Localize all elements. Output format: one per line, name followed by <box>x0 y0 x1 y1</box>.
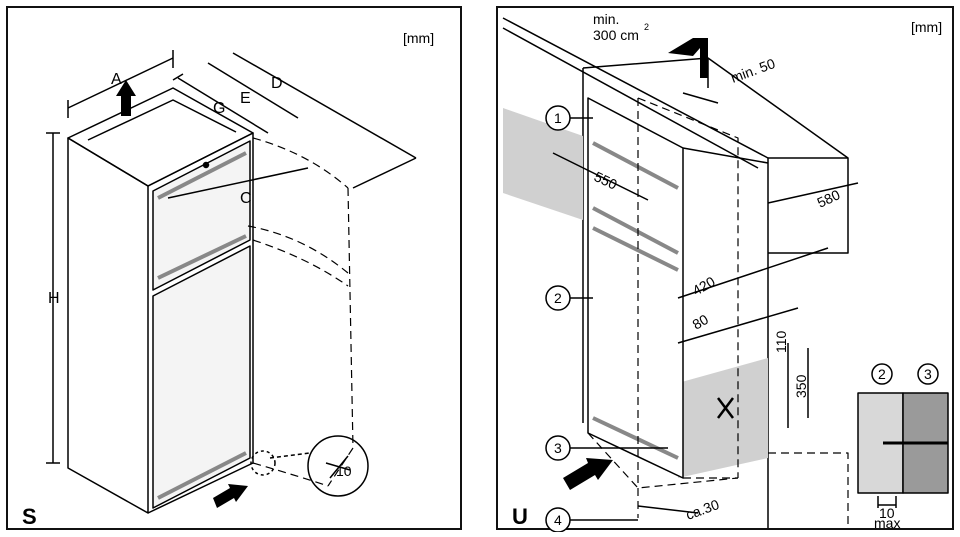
dim-80: 80 <box>690 311 712 333</box>
callout-label-1: 1 <box>554 110 562 126</box>
dim-label-g: G <box>213 100 225 117</box>
dim-110: 110 <box>773 330 789 353</box>
dim-label-a: A <box>111 71 122 88</box>
vent-sup: 2 <box>644 22 649 32</box>
unit-label-s: [mm] <box>403 30 434 46</box>
dim-label-c: C <box>240 190 252 207</box>
mount-x-icon <box>717 397 734 419</box>
freezer-door <box>152 140 251 291</box>
panel-letter-s: S <box>22 504 37 529</box>
dim-label-h: H <box>48 290 60 307</box>
detail-dim-10: 10 <box>879 505 895 521</box>
panel-u-drawing: [mm] min. 300 cm 2 min. 50 550 580 420 8… <box>502 11 949 532</box>
callout-1 <box>545 105 571 131</box>
dim-580: 580 <box>815 186 843 210</box>
vent-label-1: min. <box>593 11 619 27</box>
fridge-side <box>67 137 149 514</box>
panel-u-built-in: [mm] min. 300 cm 2 min. 50 550 580 420 8… <box>496 6 954 532</box>
dim-min50: min. 50 <box>729 55 778 86</box>
panel-s-drawing: [mm] A G E D C H 10 S <box>22 30 434 529</box>
cabinet-band-back <box>678 358 768 478</box>
dim-label-d: D <box>271 75 283 92</box>
vent-label-2: 300 cm <box>593 27 639 43</box>
dim-350: 350 <box>793 374 809 398</box>
callout-3 <box>545 435 571 461</box>
dim-label-e: E <box>240 90 251 107</box>
callout-4 <box>545 507 571 532</box>
callout-label-4: 4 <box>554 512 562 528</box>
dim-420: 420 <box>690 273 718 299</box>
callout-label-3: 3 <box>554 440 562 456</box>
panel-s-freestanding: [mm] A G E D C H 10 S <box>6 6 462 530</box>
unit-label-u: [mm] <box>911 19 942 35</box>
panel-letter-u: U <box>512 504 528 529</box>
vent-arrow-icon <box>668 38 708 78</box>
up-arrow-icon <box>116 80 136 116</box>
detail-label-2: 2 <box>878 366 886 382</box>
detail-dim-max: max <box>874 515 900 531</box>
fridge-front <box>147 132 254 514</box>
foot-dim-10: 10 <box>336 463 352 479</box>
push-arrow-icon <box>213 484 248 508</box>
foot-detail-circle <box>307 435 369 497</box>
dim-ca30: ca.30 <box>684 496 722 523</box>
callout-label-2: 2 <box>554 290 562 306</box>
push-arrow-u-icon <box>563 458 613 490</box>
fridge-door <box>152 245 251 509</box>
detail-label-3: 3 <box>924 366 932 382</box>
cabinet-band <box>503 108 583 220</box>
callout-2 <box>545 285 571 311</box>
